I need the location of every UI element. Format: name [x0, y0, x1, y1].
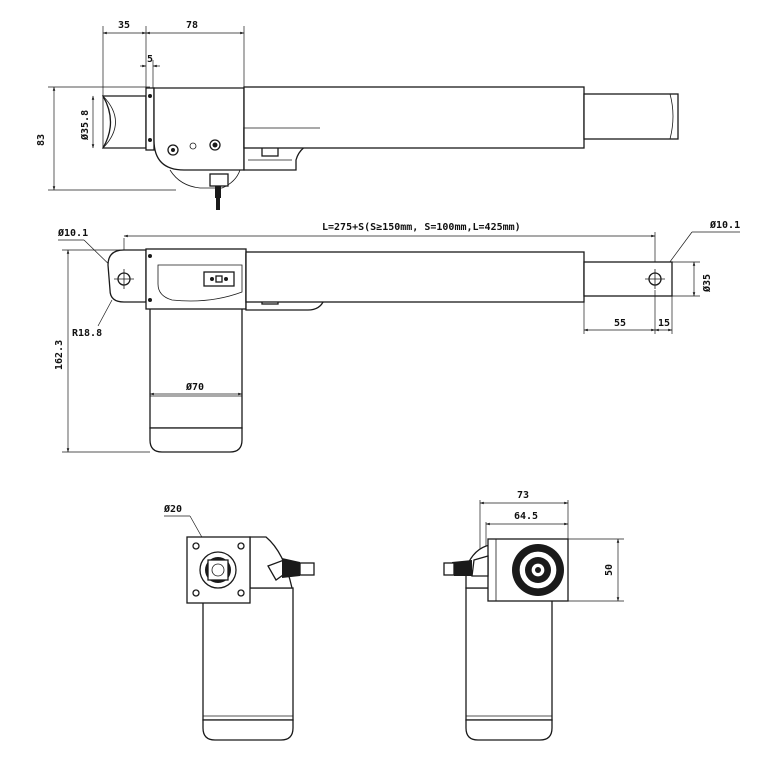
- boss-bore: [211, 563, 225, 577]
- motor-body: [202, 587, 294, 721]
- dim-label-boss-diameter: Ø20: [163, 503, 182, 515]
- dim-label-hole-left: Ø10.1: [57, 227, 88, 239]
- dim-label-73: 73: [517, 490, 529, 501]
- cable-icon: [452, 560, 472, 576]
- outer-tube: [245, 251, 585, 303]
- end-view-left: Ø20: [163, 503, 315, 741]
- dim-label-78: 78: [186, 20, 198, 31]
- dim-label-length: L=275+S(S≥150mm, S=100mm,L=425mm): [322, 222, 521, 233]
- rod-end-curve: [102, 95, 116, 149]
- end-view-right: 73 64.5 50: [443, 490, 624, 741]
- bolt-icon: [192, 542, 200, 550]
- dim-label-radius: R18.8: [72, 328, 102, 339]
- bolt-icon: [237, 589, 245, 597]
- hole-icon: [189, 142, 197, 150]
- dim-label-5: 5: [147, 54, 153, 65]
- hole-center-icon: [171, 148, 175, 152]
- screw-icon: [210, 277, 214, 281]
- bolt-icon: [192, 589, 200, 597]
- cable-gland-stem: [215, 186, 221, 198]
- leader-line: [97, 299, 113, 327]
- side-view: L=275+S(S≥150mm, S=100mm,L=425mm) Ø10.1 …: [54, 219, 740, 453]
- dim-label-83: 83: [36, 134, 47, 146]
- bolt-icon: [237, 542, 245, 550]
- hole-center-icon: [212, 142, 218, 148]
- motor-body: [465, 587, 553, 721]
- bolt-icon: [148, 254, 152, 258]
- cable-gland: [471, 555, 489, 577]
- bolt-icon: [148, 94, 152, 98]
- inner-tube: [583, 93, 679, 140]
- boss-square: [207, 559, 229, 581]
- rod-end: [101, 95, 147, 149]
- cable-end: [299, 562, 315, 576]
- bolt-icon: [148, 298, 152, 302]
- gearbox-bottom: [169, 169, 241, 189]
- gear-center: [535, 567, 541, 573]
- gearbox-housing: [153, 87, 245, 171]
- dim-label-motor-diameter: Ø70: [185, 381, 204, 393]
- dim-label-hole-right: Ø10.1: [709, 219, 740, 231]
- connector-pin: [215, 275, 223, 283]
- cable-icon: [216, 198, 220, 210]
- dim-label-height: 162.3: [54, 340, 65, 370]
- dim-label-15: 15: [658, 318, 670, 329]
- bolt-icon: [148, 138, 152, 142]
- motor-cap: [149, 427, 243, 453]
- dim-label-35: 35: [118, 20, 130, 31]
- top-view: 35 78 5 83 Ø35.8: [36, 20, 679, 210]
- motor-body: [149, 299, 243, 429]
- dim-label-55: 55: [614, 318, 626, 329]
- cable-gland: [209, 173, 229, 187]
- dim-label-rod-diameter: Ø35.8: [79, 110, 91, 141]
- cable-icon: [282, 558, 300, 578]
- gearbox-detail: [157, 264, 243, 302]
- dim-label-50: 50: [604, 564, 615, 576]
- dim-label-tube-diameter: Ø35: [701, 274, 713, 293]
- motor-cap: [202, 719, 294, 741]
- dim-label-64-5: 64.5: [514, 511, 538, 522]
- outer-tube: [243, 86, 585, 149]
- cable-end: [443, 562, 455, 576]
- screw-icon: [224, 277, 228, 281]
- inner-tube-end: [669, 93, 674, 140]
- motor-cap: [465, 719, 553, 741]
